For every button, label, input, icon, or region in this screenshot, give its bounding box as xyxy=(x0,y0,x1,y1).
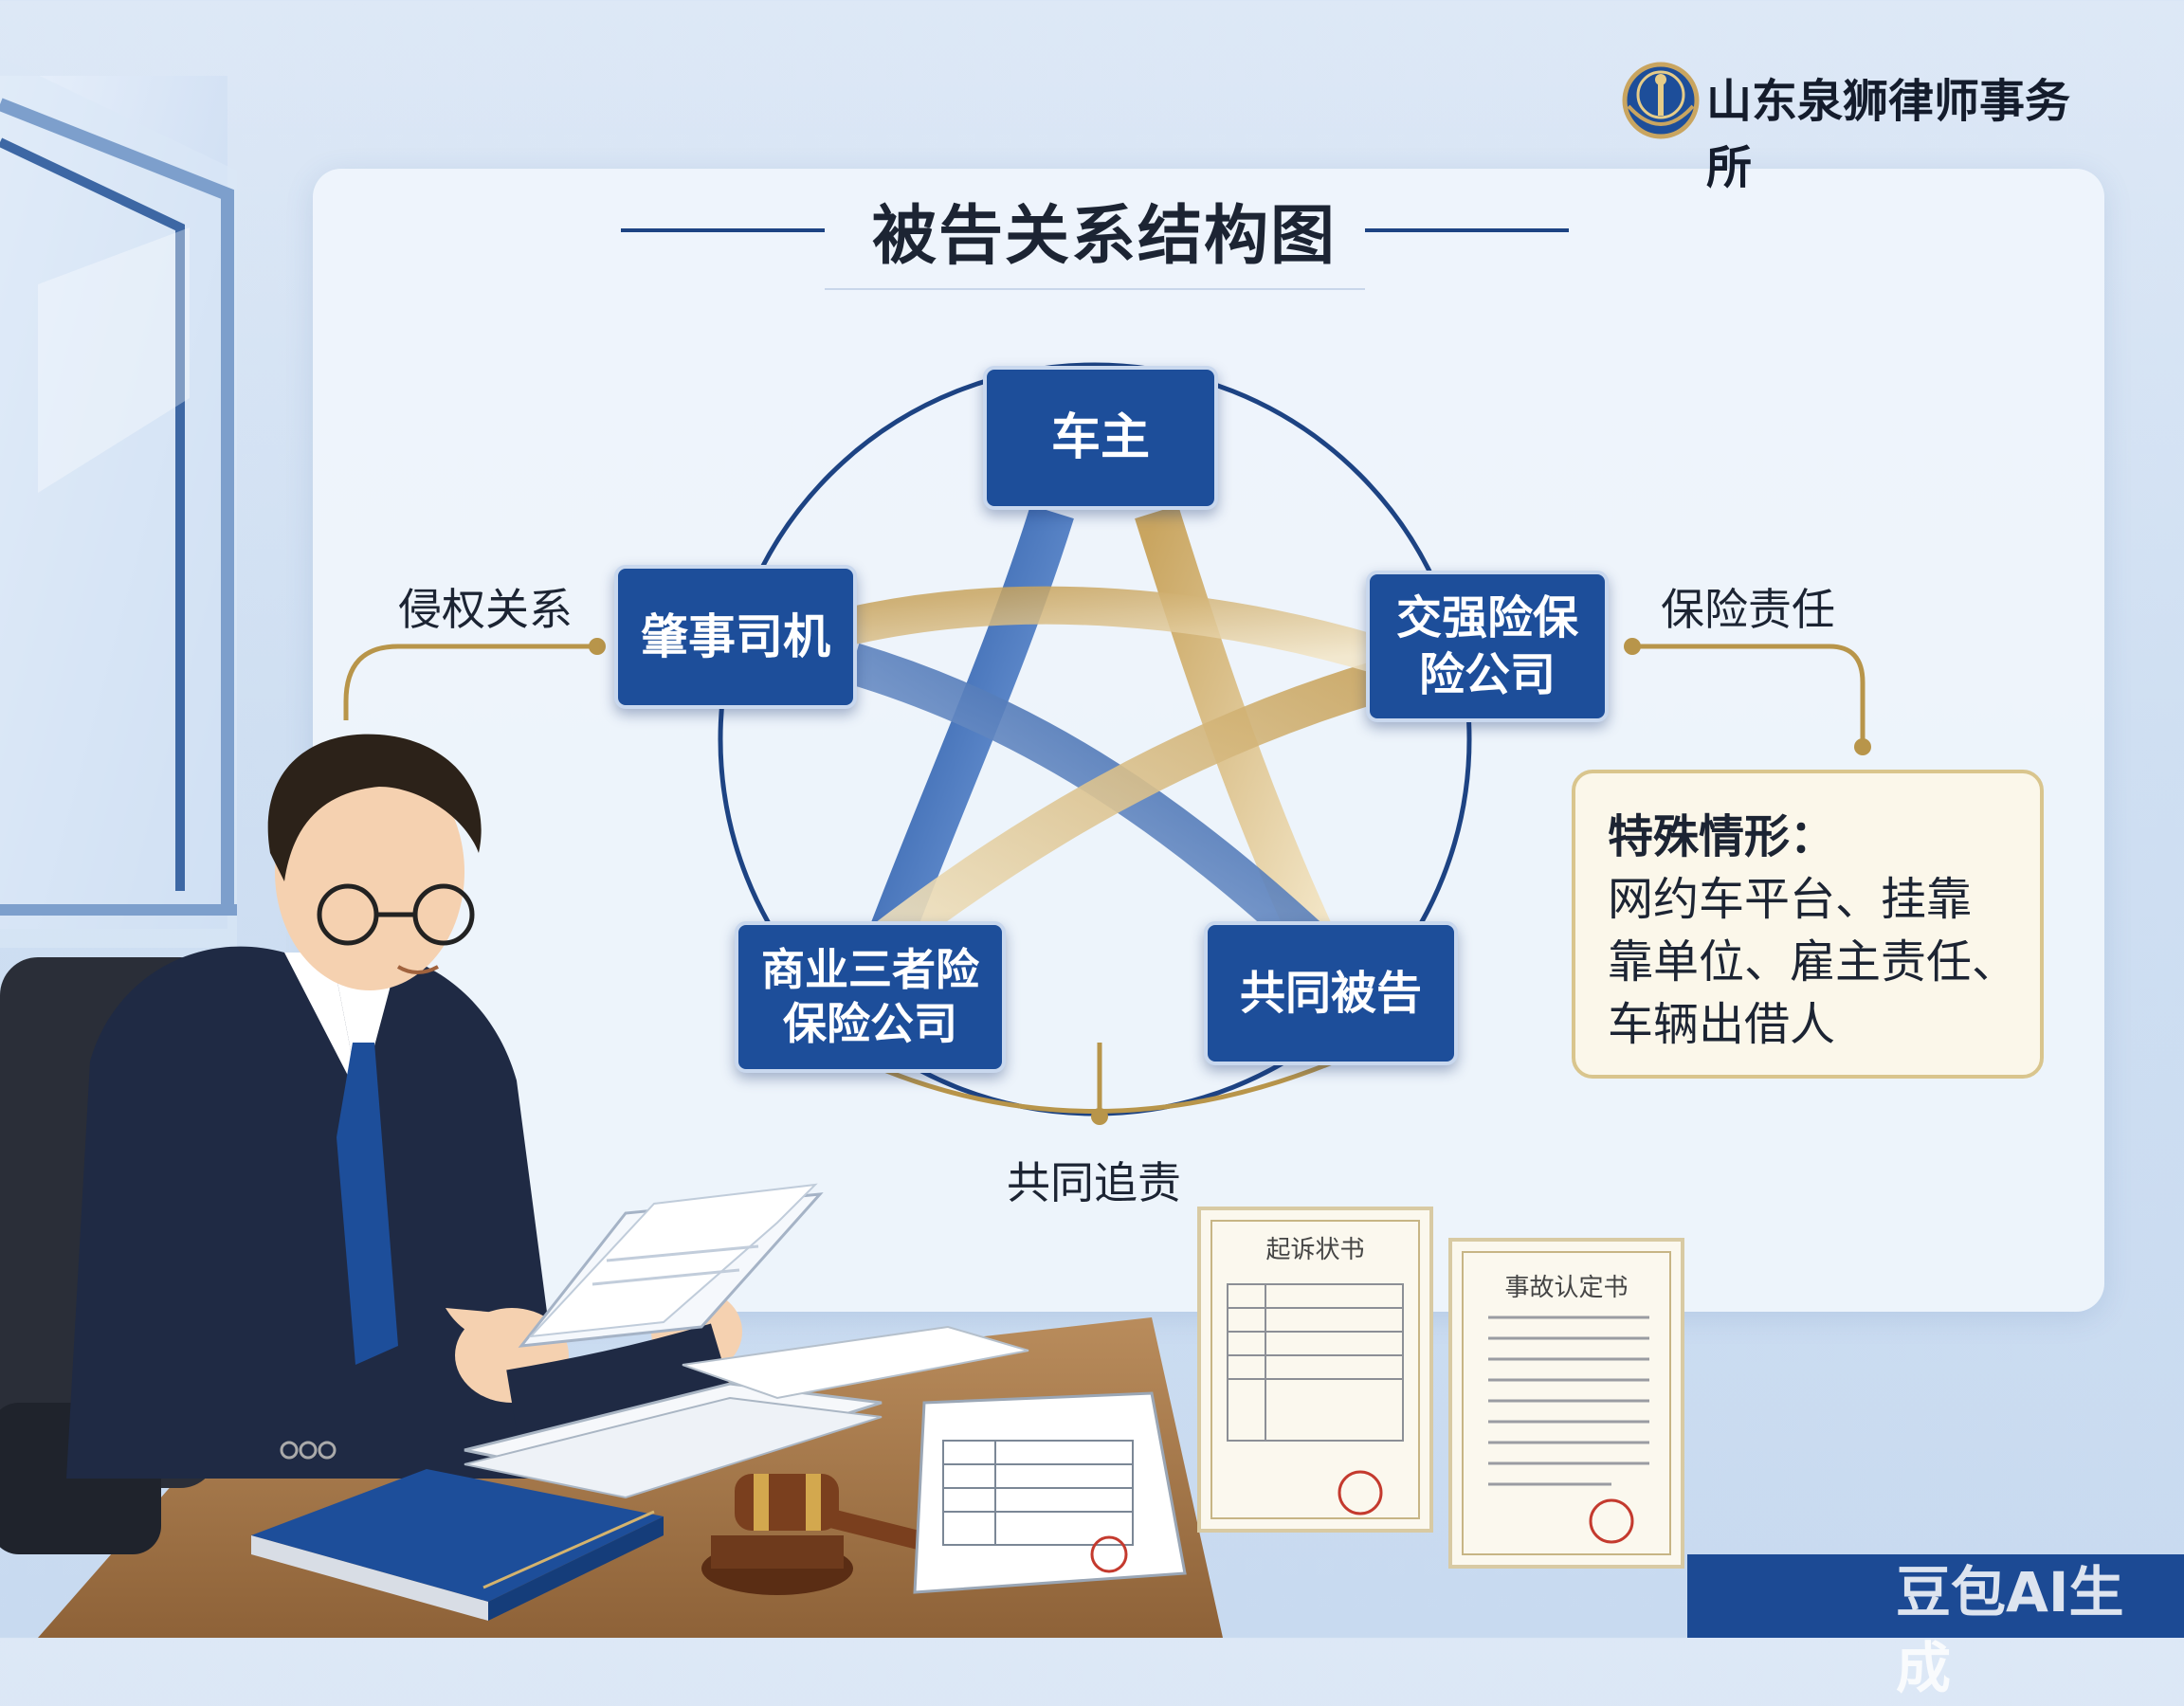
node-driver-label: 肇事司机 xyxy=(641,608,830,664)
node-owner: 车主 xyxy=(983,366,1218,510)
label-tort: 侵权关系 xyxy=(398,584,573,635)
special-case-heading: 特殊情形： xyxy=(1608,810,1836,863)
firm-name: 山东泉狮律师事务所 xyxy=(1706,75,2071,194)
diagram-title: 被告关系结构图 xyxy=(871,199,1337,274)
accident-report-title: 事故认定书 xyxy=(1504,1274,1629,1302)
office-window xyxy=(0,57,237,948)
special-case-line: 网约车平台、挂靠 xyxy=(1608,873,1973,926)
law-firm-emblem-icon xyxy=(1622,62,1700,139)
node-commercial-insurer: 商业三者险 保险公司 xyxy=(735,921,1006,1073)
special-case-line: 车辆出借人 xyxy=(1608,998,1836,1051)
node-compulsory-insurer-label: 交强险保 险公司 xyxy=(1395,591,1578,701)
node-co-defendant-label: 共同被告 xyxy=(1239,967,1422,1020)
scene-illustration xyxy=(0,57,2184,1638)
held-document xyxy=(518,1183,824,1348)
joint-connector xyxy=(851,1043,1347,1125)
node-co-defendant: 共同被告 xyxy=(1204,921,1458,1065)
node-commercial-insurer-label: 商业三者险 保险公司 xyxy=(761,943,979,1050)
complaint-document xyxy=(1197,1207,1433,1533)
complaint-document-title: 起诉状书 xyxy=(1265,1236,1365,1264)
label-joint-liability: 共同追责 xyxy=(1007,1157,1181,1208)
node-compulsory-insurer: 交强险保 险公司 xyxy=(1366,571,1609,722)
bottom-band xyxy=(1687,1554,2184,1638)
paper-stack xyxy=(464,1325,1029,1499)
accident-report-document xyxy=(1448,1238,1684,1569)
lawyer-figure xyxy=(66,734,742,1479)
relation-star xyxy=(846,504,1381,980)
node-driver: 肇事司机 xyxy=(614,565,857,709)
special-case-line: 靠单位、雇主责任、 xyxy=(1608,935,2018,989)
insurance-connector xyxy=(1624,638,1871,755)
node-owner-label: 车主 xyxy=(1050,408,1150,466)
ai-watermark: 豆包AI生成 xyxy=(1896,1560,2124,1700)
blue-book xyxy=(251,1469,664,1621)
special-case-note: 特殊情形： 网约车平台、挂靠 靠单位、雇主责任、 车辆出借人 xyxy=(1572,770,2044,1079)
form-document xyxy=(913,1391,1187,1594)
tort-connector xyxy=(343,638,606,720)
label-insurance: 保险责任 xyxy=(1661,584,1835,635)
